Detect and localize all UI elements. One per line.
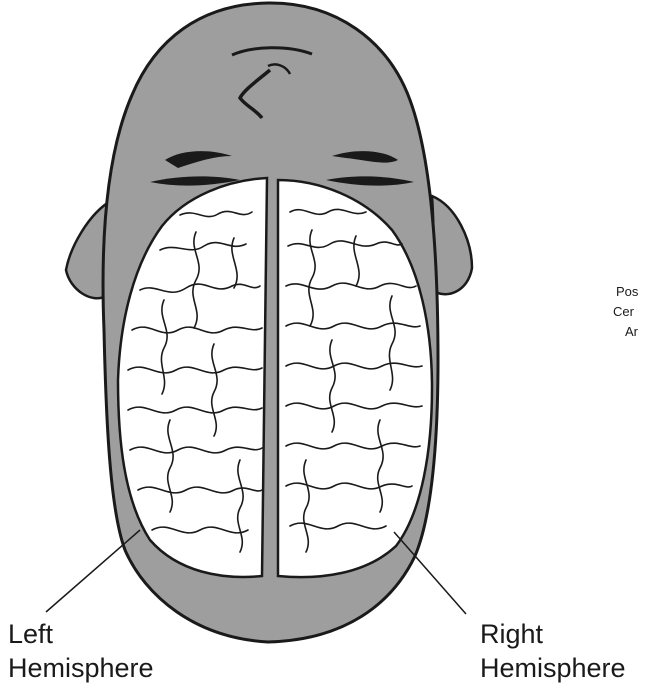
right-label-line-2: Hemisphere: [480, 651, 626, 685]
side-label-line-3: Ar: [625, 322, 638, 342]
side-label-line-2: Cer: [613, 302, 638, 322]
left-label-line-2: Hemisphere: [8, 651, 154, 685]
right-label-line-1: Right: [480, 617, 626, 651]
right-ear: [432, 196, 472, 294]
right-hemisphere-label: Right Hemisphere: [480, 617, 626, 685]
side-partial-label: Pos Cer Ar: [616, 282, 638, 342]
left-hemisphere-label: Left Hemisphere: [8, 617, 154, 685]
left-label-line-1: Left: [8, 617, 154, 651]
side-label-line-1: Pos: [616, 282, 638, 302]
left-leader-line: [46, 530, 140, 612]
